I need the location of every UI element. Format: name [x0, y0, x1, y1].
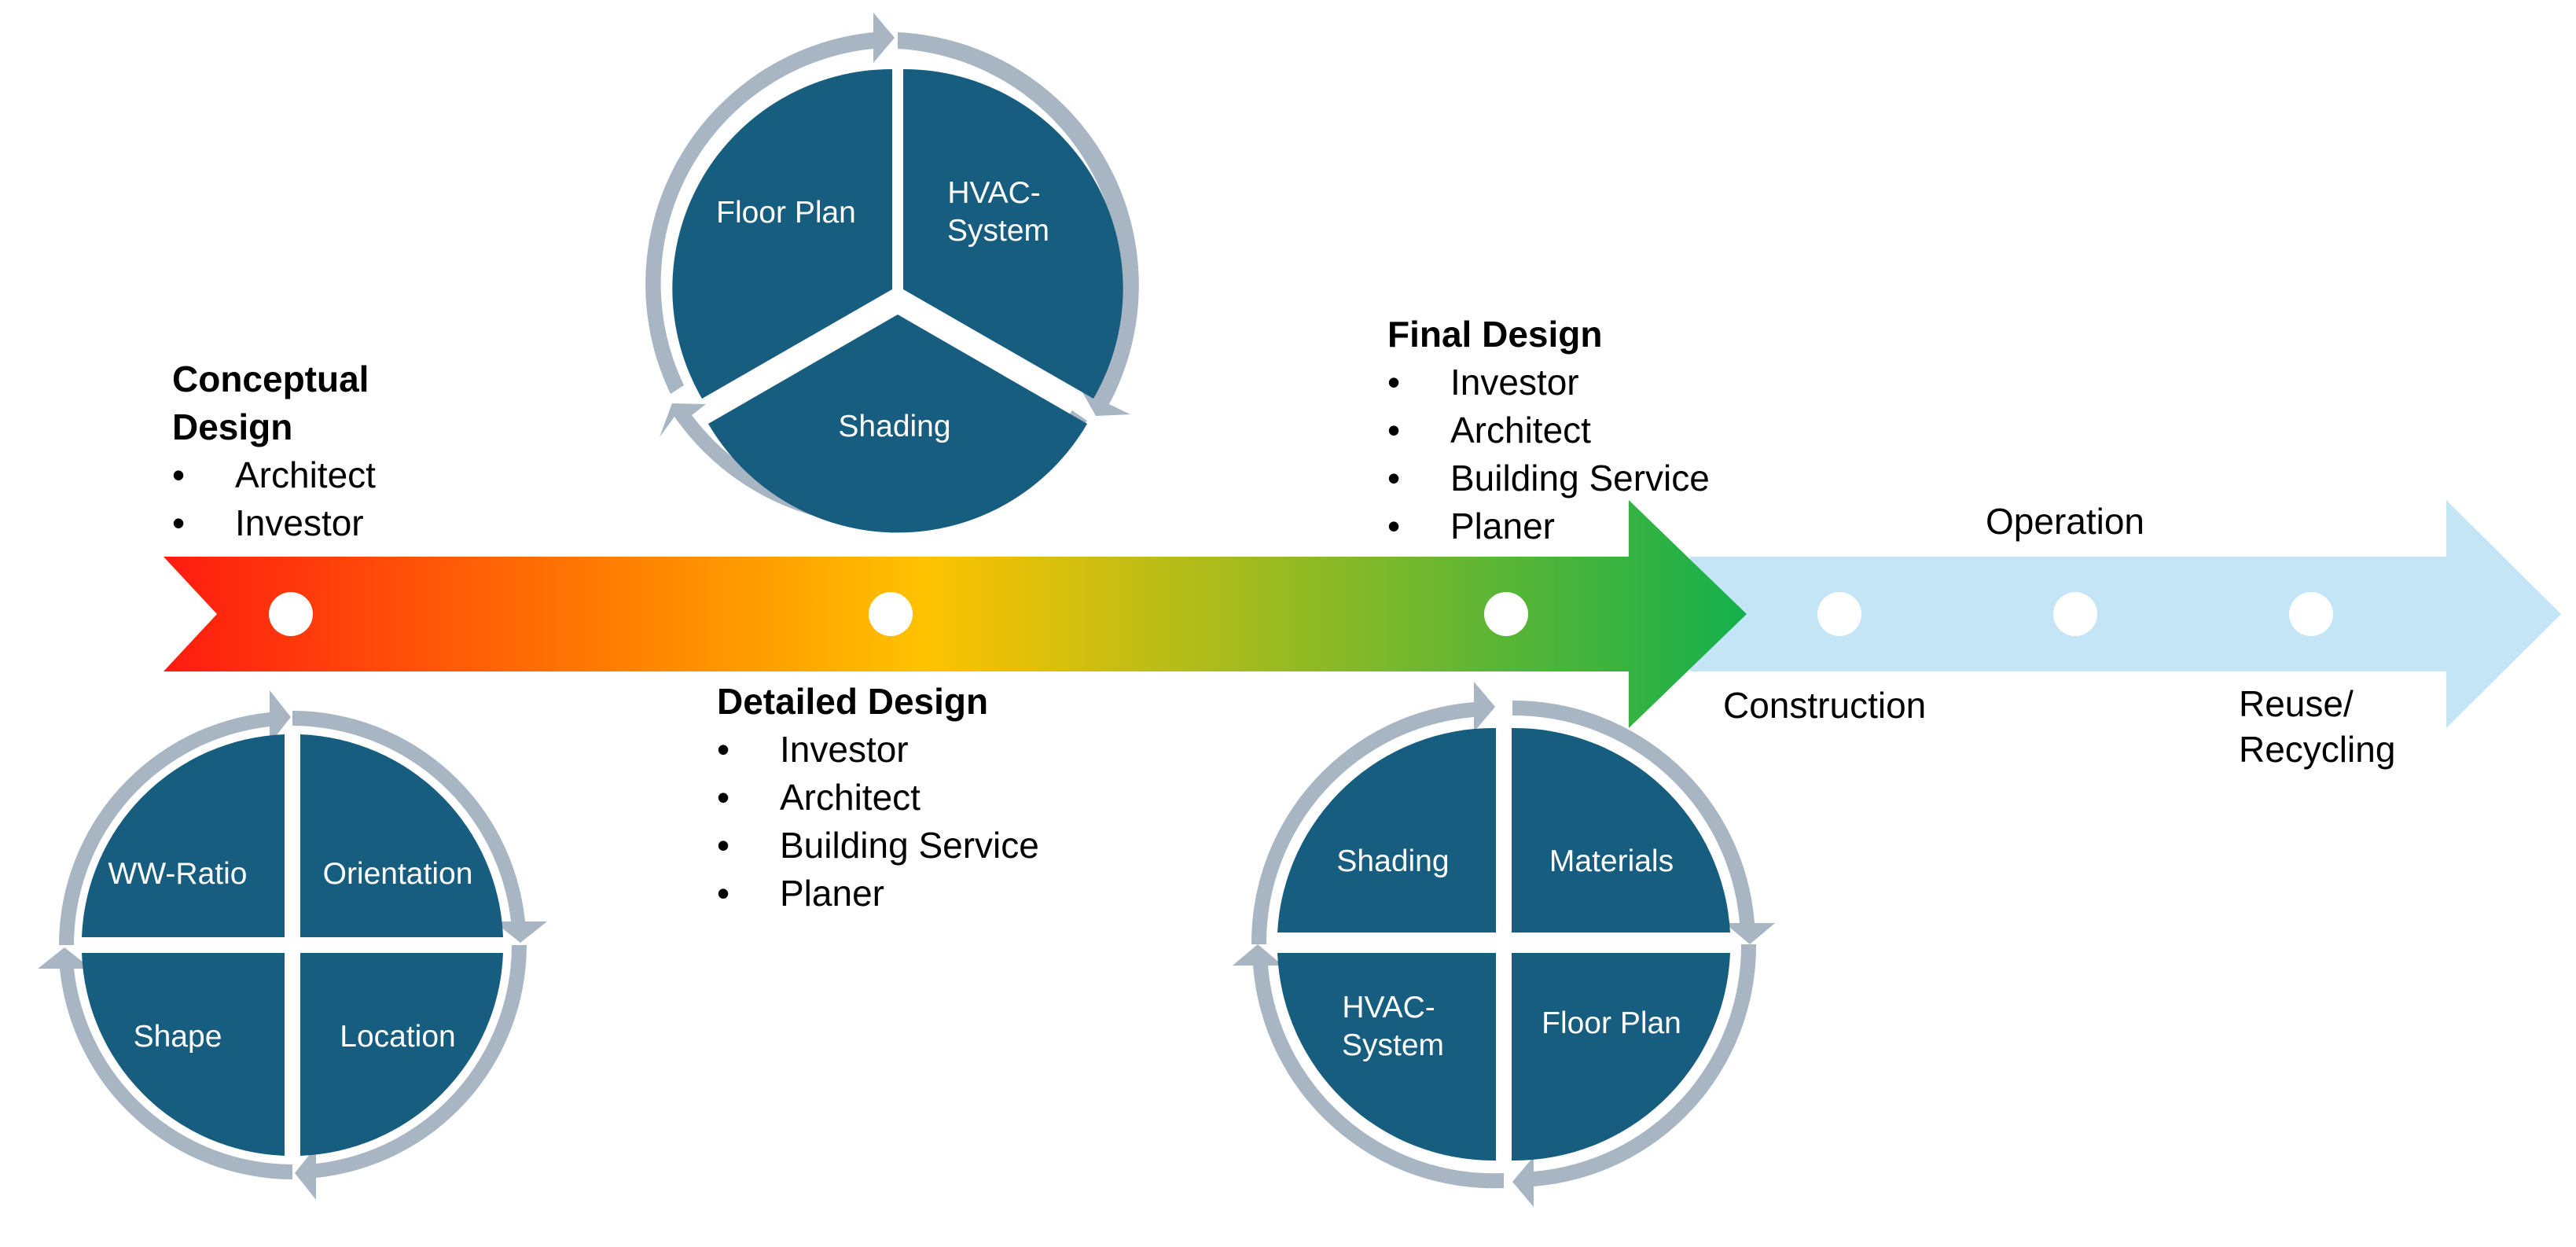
- cycle-arrow-icon: [898, 32, 1139, 416]
- reuse-recycling-label: Reuse/ Recycling: [2239, 681, 2395, 772]
- stakeholder-item: Architect: [1387, 406, 1710, 454]
- operation-label: Operation: [1986, 501, 2145, 542]
- segment-label-floor-plan: Floor Plan: [1542, 1006, 1681, 1040]
- milestone-dot-operation: [2053, 592, 2097, 636]
- cycle-arrow-icon: [645, 13, 895, 394]
- cycle-segment: [1277, 727, 1496, 932]
- cycle-segment: [300, 953, 503, 1156]
- final-design-block: Final Design Investor Architect Building…: [1387, 311, 1710, 550]
- cycle-arrow-icon: [1251, 682, 1495, 944]
- hvac-line-1: HVAC-: [947, 176, 1040, 210]
- cycle-arrow-icon: [59, 690, 291, 945]
- detailed-design-block: Detailed Design Investor Architect Build…: [717, 678, 1039, 918]
- cycle-arrow-icon: [1512, 944, 1757, 1207]
- stakeholder-item: Planer: [1387, 502, 1710, 550]
- conceptual-design-block: Conceptual Design Architect Investor: [172, 355, 376, 547]
- stakeholder-item: Architect: [172, 451, 376, 499]
- cycle-segment: [672, 68, 892, 399]
- detailed-design-cycle: Floor Plan HVAC- System Shading: [645, 13, 1139, 533]
- hvac-line-1: HVAC-: [1342, 991, 1435, 1024]
- recycling-line: Recycling: [2239, 729, 2396, 770]
- segment-label-materials: Materials: [1549, 844, 1674, 878]
- milestone-dot-conceptual: [269, 592, 313, 636]
- segment-label-shading: Shading: [1336, 844, 1449, 878]
- stakeholder-item: Building Service: [717, 822, 1039, 870]
- conceptual-design-title-line2: Design: [172, 406, 293, 447]
- construction-label: Construction: [1723, 685, 1927, 726]
- cycle-segment: [300, 734, 503, 937]
- segment-label-hvac-system: HVAC- System: [1342, 991, 1444, 1062]
- stakeholder-item: Architect: [717, 774, 1039, 822]
- final-design-stakeholders: Investor Architect Building Service Plan…: [1387, 359, 1710, 550]
- cycle-segment: [1512, 953, 1730, 1161]
- segment-label-hvac-system: HVAC- System: [947, 176, 1049, 248]
- cycle-segment: [82, 734, 285, 937]
- final-design-title: Final Design: [1387, 314, 1603, 355]
- segment-label-shape: Shape: [134, 1020, 222, 1054]
- hvac-line-2: System: [947, 214, 1049, 248]
- final-design-cycle: Shading Materials HVAC- System Floor Pla…: [1233, 682, 1775, 1207]
- segment-label-shading: Shading: [838, 410, 950, 443]
- stakeholder-item: Building Service: [1387, 454, 1710, 502]
- conceptual-design-stakeholders: Architect Investor: [172, 451, 376, 547]
- segment-label-orientation: Orientation: [323, 857, 473, 891]
- cycle-segment: [1512, 727, 1730, 932]
- stakeholder-item: Investor: [1387, 359, 1710, 406]
- reuse-line: Reuse/: [2239, 683, 2354, 724]
- detailed-design-title: Detailed Design: [717, 681, 989, 722]
- cycle-arrow-icon: [38, 947, 292, 1179]
- design-phase-arrow: [164, 500, 1747, 728]
- cycle-segment: [708, 315, 1087, 533]
- stakeholder-item: Investor: [717, 726, 1039, 774]
- cycle-segment: [1277, 953, 1496, 1161]
- cycle-arrow-icon: [292, 711, 547, 943]
- milestone-dot-reuse: [2289, 592, 2333, 636]
- cycle-segment: [82, 953, 285, 1156]
- hvac-line-2: System: [1342, 1028, 1444, 1062]
- cycle-arrow-icon: [295, 945, 527, 1200]
- milestone-dot-final: [1484, 592, 1528, 636]
- conceptual-design-title-line1: Conceptual: [172, 359, 369, 399]
- segment-label-ww-ratio: WW-Ratio: [108, 857, 248, 891]
- cycle-arrow-icon: [1512, 700, 1775, 944]
- milestone-dots: [269, 592, 2333, 636]
- conceptual-design-cycle: WW-Ratio Orientation Shape Location: [38, 690, 547, 1200]
- milestone-dot-construction: [1817, 592, 1861, 636]
- detailed-design-stakeholders: Investor Architect Building Service Plan…: [717, 726, 1039, 918]
- milestone-dot-detailed: [869, 592, 913, 636]
- cycle-arrow-icon: [1233, 944, 1504, 1189]
- segment-label-floor-plan: Floor Plan: [716, 196, 856, 230]
- stakeholder-item: Investor: [172, 499, 376, 547]
- operation-arrow: [1690, 500, 2561, 728]
- cycle-segment: [903, 68, 1123, 399]
- segment-label-location: Location: [340, 1020, 455, 1054]
- stakeholder-item: Planer: [717, 870, 1039, 918]
